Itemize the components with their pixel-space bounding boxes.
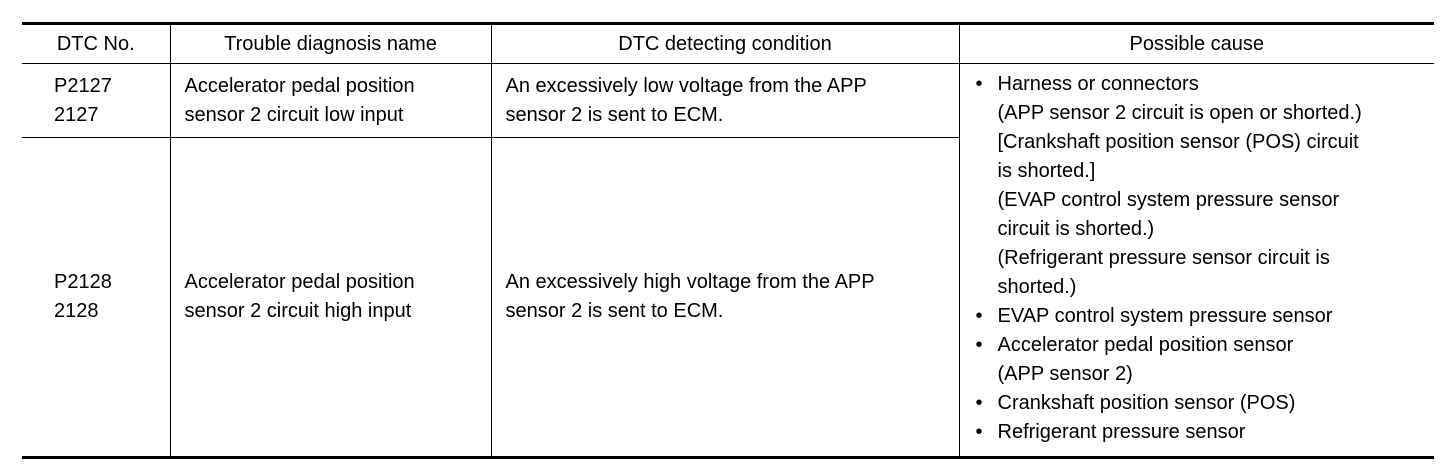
- possible-cause-text: Crankshaft position sensor (POS): [997, 392, 1296, 414]
- condition-text: An excessively low voltage from the APP: [505, 74, 867, 97]
- dtc-number-cell: P2128 2128: [22, 137, 170, 459]
- table-row: P2128 2128 Accelerator pedal position se…: [22, 137, 1434, 459]
- dtc-code: 2127: [54, 103, 99, 126]
- possible-cause-item: • EVAP control system pressure sensor: [976, 302, 1429, 331]
- bullet-icon: •: [975, 421, 983, 443]
- possible-cause-text: [Crankshaft position sensor (POS) circui…: [997, 131, 1359, 153]
- possible-cause-text: Refrigerant pressure sensor: [997, 421, 1246, 443]
- possible-cause-text: EVAP control system pressure sensor: [997, 305, 1333, 327]
- possible-cause-text: circuit is shorted.): [997, 218, 1155, 240]
- dtc-code: P2128: [54, 271, 112, 293]
- header-possible-cause: Possible cause: [958, 22, 1434, 64]
- table-header-row: DTC No. Trouble diagnosis name DTC detec…: [22, 22, 1434, 64]
- possible-cause-item: • Crankshaft position sensor (POS): [976, 389, 1429, 418]
- possible-cause-text: Harness or connectors: [997, 73, 1199, 95]
- diagnosis-name-text: Accelerator pedal position: [184, 74, 415, 97]
- dtc-code: P2127: [54, 74, 112, 97]
- condition-text: sensor 2 is sent to ECM.: [505, 300, 724, 322]
- possible-cause-text: (Refrigerant pressure sensor circuit is: [997, 247, 1330, 269]
- possible-cause-text: Accelerator pedal position sensor: [997, 334, 1294, 356]
- diagnosis-name-text: Accelerator pedal position: [184, 271, 415, 293]
- possible-cause-item: • Harness or connectors (APP sensor 2 circ…: [976, 70, 1429, 302]
- trouble-diagnosis-name-cell: Accelerator pedal position sensor 2 circ…: [169, 63, 491, 138]
- possible-cause-cell: • Harness or connectors (APP sensor 2 circ…: [958, 63, 1434, 459]
- diagnosis-name-text: sensor 2 circuit high input: [184, 300, 412, 322]
- dtc-table: DTC No. Trouble diagnosis name DTC detec…: [22, 22, 1434, 459]
- table-row: P2127 2127 Accelerator pedal position se…: [22, 63, 1434, 459]
- condition-text: An excessively high voltage from the APP: [505, 271, 875, 293]
- possible-cause-item: • Accelerator pedal position sensor (APP s…: [976, 331, 1429, 389]
- detecting-condition-cell: An excessively high voltage from the APP…: [490, 137, 959, 459]
- header-dtc-no: DTC No.: [22, 22, 170, 64]
- dtc-code: 2128: [54, 300, 99, 322]
- condition-text: sensor 2 is sent to ECM.: [505, 103, 724, 126]
- possible-cause-text: (APP sensor 2 circuit is open or shorted…: [997, 102, 1362, 124]
- bullet-icon: •: [975, 73, 983, 95]
- diagnosis-name-text: sensor 2 circuit low input: [184, 103, 404, 126]
- bullet-icon: •: [975, 334, 983, 356]
- bullet-icon: •: [975, 392, 983, 414]
- possible-cause-text: (APP sensor 2): [997, 363, 1133, 385]
- trouble-diagnosis-name-cell: Accelerator pedal position sensor 2 circ…: [169, 137, 491, 459]
- possible-cause-text: (EVAP control system pressure sensor: [997, 189, 1340, 211]
- detecting-condition-cell: An excessively low voltage from the APP …: [490, 63, 959, 138]
- possible-cause-text: is shorted.]: [997, 160, 1096, 182]
- possible-cause-item: • Refrigerant pressure sensor: [976, 418, 1429, 447]
- header-dtc-detecting-condition: DTC detecting condition: [490, 22, 959, 64]
- header-trouble-diagnosis-name: Trouble diagnosis name: [169, 22, 491, 64]
- bullet-icon: •: [975, 305, 983, 327]
- possible-cause-list: • Harness or connectors (APP sensor 2 circ…: [976, 70, 1429, 447]
- possible-cause-text: shorted.): [997, 276, 1077, 298]
- dtc-number-cell: P2127 2127: [22, 63, 170, 138]
